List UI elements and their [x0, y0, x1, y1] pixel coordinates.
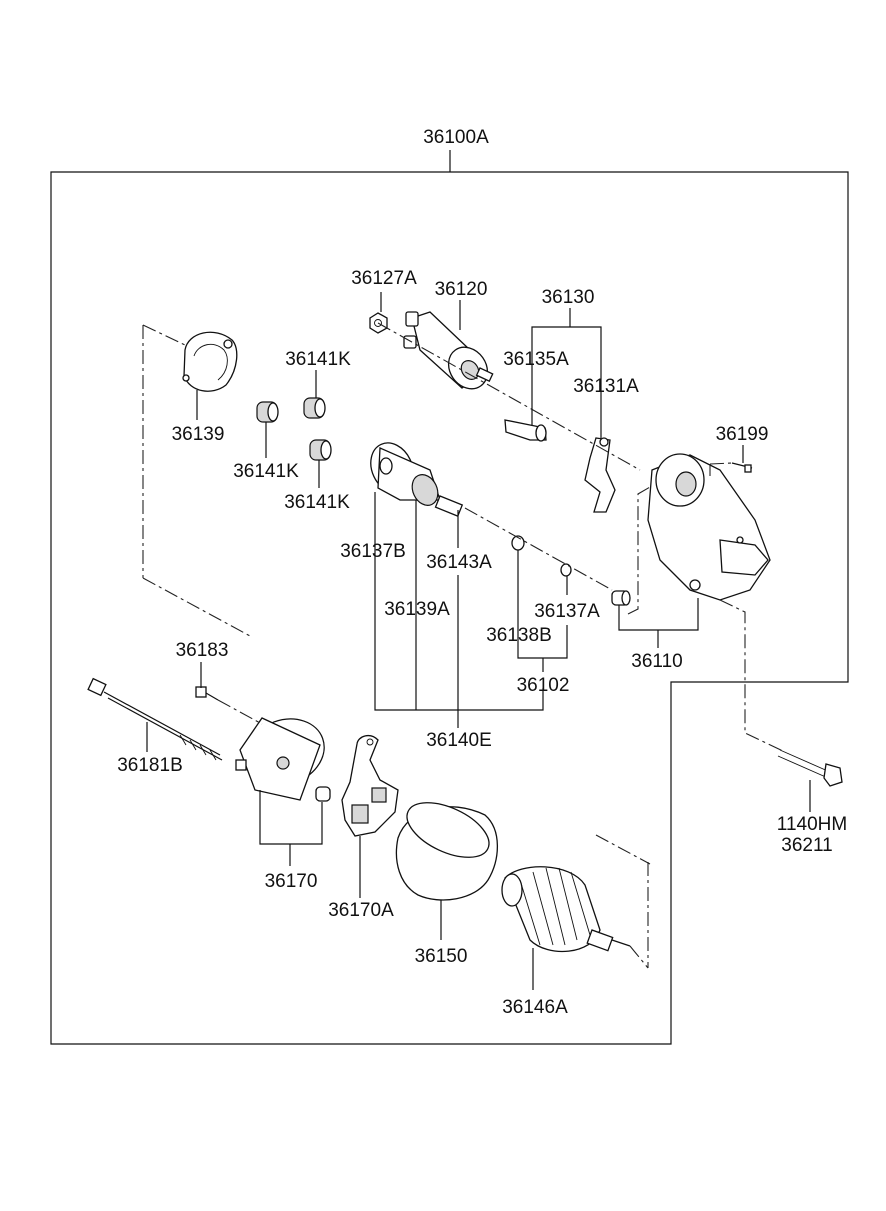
dash-line-36199 [709, 462, 733, 465]
dash-line-bottom [595, 834, 651, 865]
label-36181B: 36181B [117, 755, 183, 776]
yoke-36150-part [395, 802, 498, 901]
label-36141K-b: 36141K [233, 461, 299, 482]
ring-36137A-part [560, 563, 572, 577]
lever-36131A-part [584, 437, 616, 513]
label-1140HM: 1140HM [777, 814, 847, 835]
gear-36141K-a-part [303, 397, 326, 419]
dash-line-left-lower [142, 577, 251, 637]
dash-line-left [142, 324, 186, 346]
dash-line-right [719, 599, 786, 753]
gear-36141K-b-part [256, 401, 279, 423]
label-36143A: 36143A [426, 552, 492, 573]
bushing-36110-part [611, 590, 631, 606]
label-36170A: 36170A [328, 900, 394, 921]
clutch-36137B-part [370, 442, 464, 517]
dash-line-bottom-tail [629, 945, 649, 969]
screw-36199-part [731, 462, 753, 473]
gear-36141K-c-part [309, 439, 332, 461]
solenoid-36120-part [403, 311, 494, 390]
end-frame-36170-part [235, 717, 331, 802]
label-36141K-a: 36141K [285, 349, 351, 370]
label-36170: 36170 [265, 871, 318, 892]
dash-line-solenoid [377, 322, 641, 471]
leader-36140E [374, 492, 544, 711]
label-36139: 36139 [172, 424, 225, 445]
plunger-36135A-part [504, 419, 547, 442]
label-36100A: 36100A [423, 127, 489, 148]
label-36130: 36130 [542, 287, 595, 308]
label-36141K-c: 36141K [284, 492, 350, 513]
bolt-36181B-part [87, 677, 223, 761]
label-36140E: 36140E [426, 730, 492, 751]
label-36183: 36183 [176, 640, 229, 661]
label-36139A: 36139A [384, 599, 450, 620]
label-36199: 36199 [716, 424, 769, 445]
leader-36170 [259, 790, 323, 845]
armature-36146A-part [501, 866, 631, 953]
dash-line-36183 [217, 699, 263, 725]
label-36110: 36110 [631, 651, 682, 672]
dash-line-shaft [464, 507, 613, 591]
label-36131A: 36131A [573, 376, 639, 397]
screw-36183-part [195, 686, 219, 701]
housing-36110-part [647, 453, 771, 601]
label-36137A: 36137A [534, 601, 600, 622]
label-36137B: 36137B [340, 541, 406, 562]
label-36135A: 36135A [503, 349, 569, 370]
assembly-frame [50, 150, 849, 1045]
label-36127A: 36127A [351, 268, 417, 289]
label-36150: 36150 [415, 946, 468, 967]
brush-holder-36170A-part [341, 734, 399, 837]
label-36102: 36102 [517, 675, 570, 696]
label-36138B: 36138B [486, 625, 552, 646]
label-36211: 36211 [781, 835, 832, 856]
cover-36139-part [182, 331, 238, 392]
dash-line-bush [627, 486, 651, 615]
leader-36130 [531, 326, 602, 438]
label-36120: 36120 [435, 279, 488, 300]
bolt-1140HM-part [777, 749, 843, 787]
leader-36110 [618, 598, 699, 631]
label-36146A: 36146A [502, 997, 568, 1018]
